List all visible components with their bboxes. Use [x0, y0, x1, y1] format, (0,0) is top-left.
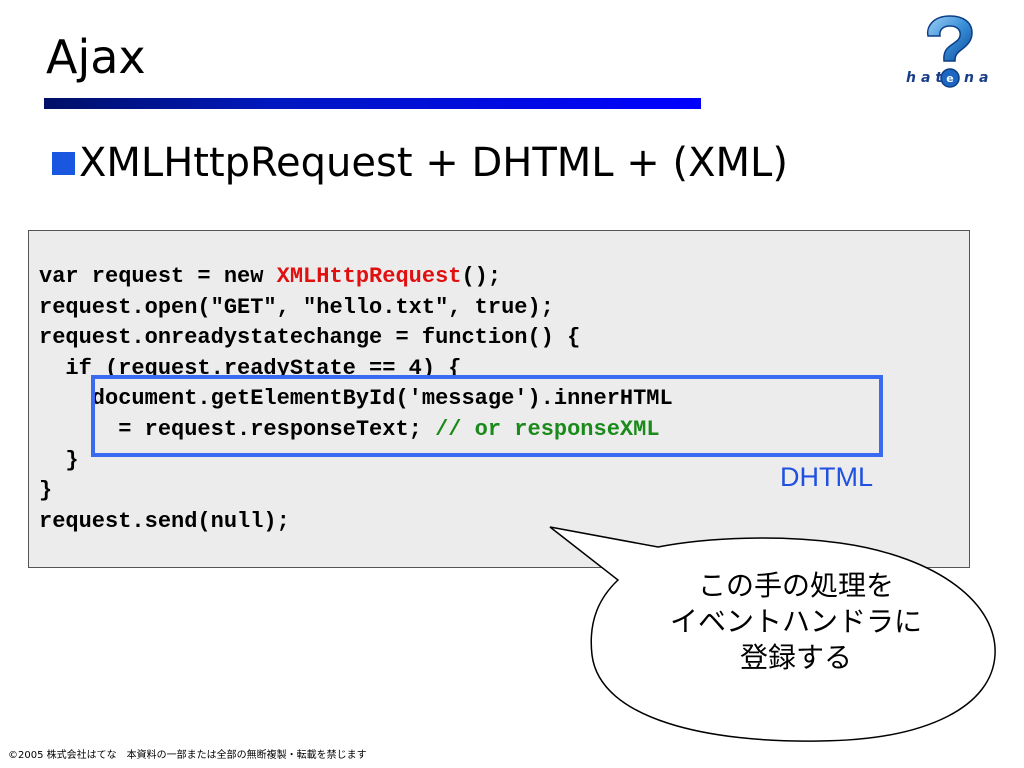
code-segment: } [39, 478, 53, 504]
code-segment: = request.responseText; [39, 416, 436, 442]
code-segment: XMLHttpRequest [276, 264, 462, 289]
callout-line: 登録する [739, 641, 852, 674]
code-segment: // or responseXML [435, 416, 660, 442]
slide-title: Ajax [46, 30, 146, 84]
code-segment: var request = new [39, 264, 277, 289]
dhtml-highlight-box [91, 375, 883, 457]
code-line: request.onreadystatechange = function() … [39, 323, 673, 354]
code-line: } [39, 446, 673, 477]
callout-text: この手の処理を イベントハンドラに 登録する [648, 568, 944, 676]
code-segment: request.open("GET", "hello.txt", true); [39, 294, 554, 320]
bullet-square-icon [52, 151, 75, 175]
code-line: document.getElementById('message').inner… [39, 384, 673, 415]
svg-text:hat: hat [906, 70, 947, 86]
code-line: var request = new XMLHttpRequest(); [39, 262, 673, 293]
hatena-logo: e hat na [880, 6, 1020, 96]
code-panel [28, 230, 970, 568]
code-line: request.open("GET", "hello.txt", true); [39, 293, 673, 324]
dhtml-label: DHTML [780, 462, 873, 492]
bullet-text: XMLHttpRequest + DHTML + (XML) [79, 140, 788, 186]
svg-text:na: na [964, 70, 993, 86]
title-underline-bar [44, 98, 701, 109]
code-segment: request.onreadystatechange = function() … [39, 325, 581, 351]
speech-bubble [549, 526, 996, 742]
svg-text:e: e [946, 72, 953, 85]
code-segment: request.send(null); [39, 508, 290, 534]
code-line: } [39, 476, 673, 507]
code-segment: (); [461, 264, 502, 289]
callout-line: この手の処理を [697, 569, 894, 602]
copyright-footer: ©2005 株式会社はてな 本資料の一部または全部の無断複製・転載を禁じます [8, 750, 367, 761]
hatena-logo-icon: e hat na [906, 15, 993, 88]
code-line: = request.responseText; // or responseXM… [39, 415, 673, 446]
callout-line: イベントハンドラに [669, 605, 922, 638]
code-block: var request = new XMLHttpRequest();reque… [39, 262, 673, 537]
code-segment: } [39, 447, 79, 473]
code-line: request.send(null); [39, 507, 673, 538]
code-segment: document.getElementById('message').inner… [39, 386, 673, 412]
bullet-item: XMLHttpRequest + DHTML + (XML) [52, 140, 788, 186]
